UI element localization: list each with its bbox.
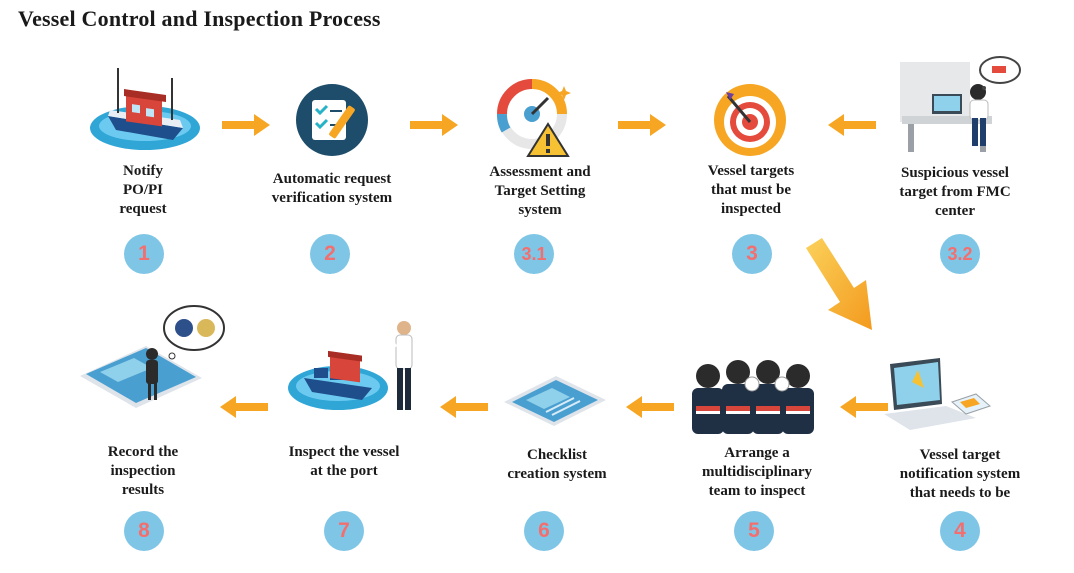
arrow-3-1-to-3 <box>618 114 666 136</box>
gauge-warning-icon <box>497 79 571 157</box>
step-4-label: Vessel target notification system that n… <box>899 447 1021 501</box>
step-7-number: 7 <box>324 511 364 551</box>
laptop-phone-icon <box>884 358 991 430</box>
fishing-boat-icon <box>90 68 200 150</box>
checklist-pen-icon <box>296 84 368 156</box>
step-3-2-number: 3.2 <box>940 234 980 274</box>
step-1-label: Notify PO/PI request <box>119 163 167 217</box>
step-3-1-label: Assessment and Target Setting system <box>489 164 591 218</box>
arrow-2-to-3-1 <box>410 114 458 136</box>
step-2-number: 2 <box>310 234 350 274</box>
arrow-4-to-5 <box>840 396 888 418</box>
step-7-label: Inspect the vessel at the port <box>288 444 400 479</box>
step-3-label: Vessel targets that must be inspected <box>707 163 795 217</box>
inspection-team-icon <box>692 360 814 434</box>
step-6-label: Checklist creation system <box>507 447 607 482</box>
step-5-label: Arrange a multidisciplinary team to insp… <box>701 445 813 499</box>
arrow-3-2-to-3 <box>828 114 876 136</box>
record-tablet-icon <box>80 305 225 408</box>
step-5-number: 5 <box>734 511 774 551</box>
step-6-number: 6 <box>524 511 564 551</box>
tablet-icon <box>504 376 606 426</box>
step-2-label: Automatic request verification system <box>271 171 393 206</box>
step-3-1-number: 3.1 <box>514 234 554 274</box>
step-3-2-label: Suspicious vessel target from FMC center <box>899 165 1011 219</box>
arrow-7-to-8 <box>220 396 268 418</box>
arrow-6-to-7 <box>440 396 488 418</box>
step-1-number: 1 <box>124 234 164 274</box>
step-4-number: 4 <box>940 511 980 551</box>
step-3-number: 3 <box>732 234 772 274</box>
diagram-title: Vessel Control and Inspection Process <box>18 6 381 31</box>
arrow-3-to-4 <box>806 238 872 330</box>
inspector-boat-icon <box>288 321 413 410</box>
monitoring-desk-icon <box>900 56 1021 152</box>
arrow-5-to-6 <box>626 396 674 418</box>
arrow-1-to-2 <box>222 114 270 136</box>
target-icon <box>714 84 786 156</box>
step-8-number: 8 <box>124 511 164 551</box>
step-8-label: Record the inspection results <box>107 444 179 498</box>
